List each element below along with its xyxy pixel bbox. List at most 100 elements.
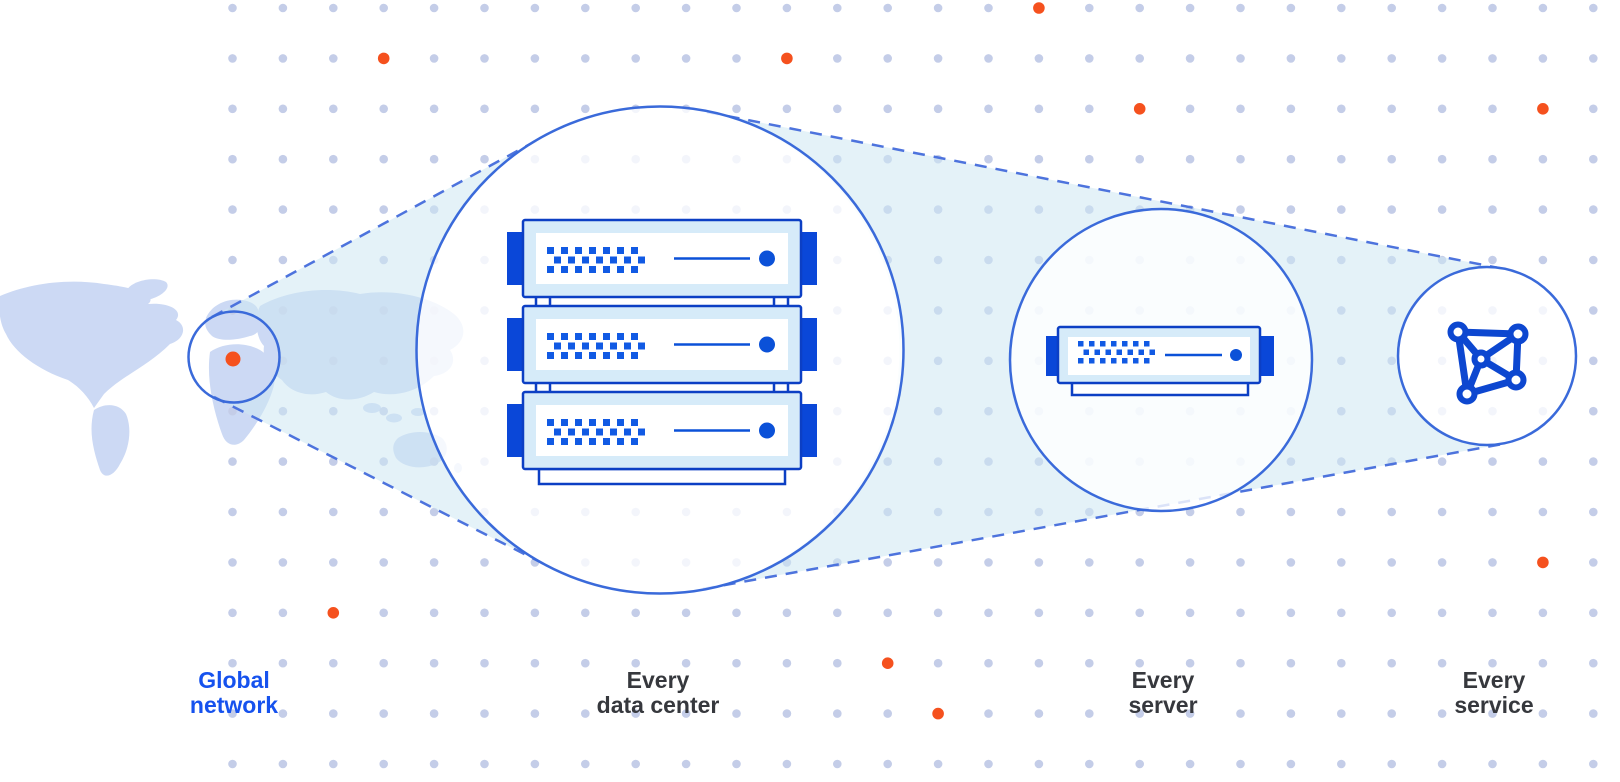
grid-dot <box>228 759 237 769</box>
grid-dot <box>1337 507 1346 517</box>
grid-dot <box>1538 658 1548 668</box>
grid-dot <box>228 255 237 265</box>
grid-dot <box>1387 54 1396 63</box>
grid-dot <box>429 608 439 618</box>
grid-dot <box>329 3 338 13</box>
grid-dot <box>1337 709 1346 718</box>
grid-dot <box>1236 608 1245 618</box>
grid-dot <box>480 3 489 13</box>
grid-dot <box>429 507 439 517</box>
led-matrix <box>547 247 645 273</box>
grid-dot <box>379 658 389 668</box>
grid-dot <box>228 507 237 517</box>
grid-dot <box>833 658 842 668</box>
grid-dot <box>1085 558 1094 567</box>
grid-dot <box>1488 205 1497 214</box>
grid-dot <box>1589 759 1598 769</box>
grid-dot <box>379 205 389 214</box>
label-line: Global <box>198 667 270 693</box>
grid-dot <box>1589 406 1598 416</box>
accent-dot <box>1133 103 1146 115</box>
grid-dot <box>228 154 237 164</box>
grid-dot <box>1437 507 1447 517</box>
grid-dot <box>1034 759 1044 769</box>
label-line: Every <box>1131 667 1195 693</box>
grid-dot <box>833 3 842 13</box>
grid-dot <box>933 54 943 63</box>
grid-dot <box>984 3 993 13</box>
grid-dot <box>732 759 741 769</box>
grid-dot <box>1185 658 1195 668</box>
grid-dot <box>530 759 540 769</box>
grid-dot <box>1387 558 1396 567</box>
led-matrix <box>547 419 645 445</box>
grid-dot <box>480 658 489 668</box>
grid-dot <box>1589 507 1598 517</box>
label-every-service: Every service <box>1454 668 1533 718</box>
grid-dot <box>1085 608 1094 618</box>
grid-dot <box>631 3 640 13</box>
label-every-server: Every server <box>1128 668 1197 718</box>
grid-dot <box>1589 558 1598 567</box>
grid-dot <box>278 255 288 265</box>
grid-dot <box>1589 154 1598 164</box>
grid-dot <box>480 54 489 63</box>
grid-dot <box>1085 104 1094 114</box>
led-matrix <box>1078 341 1155 364</box>
grid-dot <box>278 658 288 668</box>
grid-dot <box>530 608 540 618</box>
grid-dot <box>1589 306 1598 315</box>
grid-dot <box>379 3 389 13</box>
grid-dot <box>429 154 439 164</box>
grid-dot <box>329 558 338 567</box>
grid-dot <box>1387 759 1396 769</box>
grid-dot <box>228 709 237 718</box>
grid-dot <box>1337 54 1346 63</box>
grid-dot <box>631 608 640 618</box>
grid-dot <box>1185 154 1195 164</box>
grid-dot <box>1236 104 1245 114</box>
grid-dot <box>480 154 489 164</box>
grid-dot <box>1085 658 1094 668</box>
grid-dot <box>1538 255 1548 265</box>
grid-dot <box>1236 3 1245 13</box>
grid-dot <box>883 759 892 769</box>
grid-dot <box>1236 658 1245 668</box>
grid-dot <box>1286 205 1296 214</box>
grid-dot <box>278 154 288 164</box>
grid-dot <box>732 608 741 618</box>
grid-dot <box>228 658 237 668</box>
grid-dot <box>429 759 439 769</box>
grid-dot <box>1185 558 1195 567</box>
grid-dot <box>1185 507 1195 517</box>
grid-dot <box>228 205 237 214</box>
grid-dot <box>1589 709 1598 718</box>
grid-dot <box>278 709 288 718</box>
network-graph-icon <box>1447 321 1529 405</box>
grid-dot <box>1135 3 1144 13</box>
grid-dot <box>1236 205 1245 214</box>
grid-dot <box>681 658 691 668</box>
grid-dot <box>1387 3 1396 13</box>
grid-dot <box>1437 759 1447 769</box>
grid-dot <box>681 3 691 13</box>
grid-dot <box>984 658 993 668</box>
accent-dot <box>327 607 340 619</box>
grid-dot <box>1538 507 1548 517</box>
grid-dot <box>1488 709 1497 718</box>
grid-dot <box>1488 255 1497 265</box>
grid-dot <box>228 558 237 567</box>
grid-dot <box>681 759 691 769</box>
grid-dot <box>1135 658 1144 668</box>
grid-dot <box>681 608 691 618</box>
grid-dot <box>379 507 389 517</box>
grid-dot <box>1437 457 1447 466</box>
grid-dot <box>631 54 640 63</box>
grid-dot <box>1387 205 1396 214</box>
grid-dot <box>1286 154 1296 164</box>
grid-dot <box>1337 608 1346 618</box>
grid-dot <box>278 507 288 517</box>
grid-dot <box>1034 104 1044 114</box>
grid-dot <box>581 104 590 114</box>
